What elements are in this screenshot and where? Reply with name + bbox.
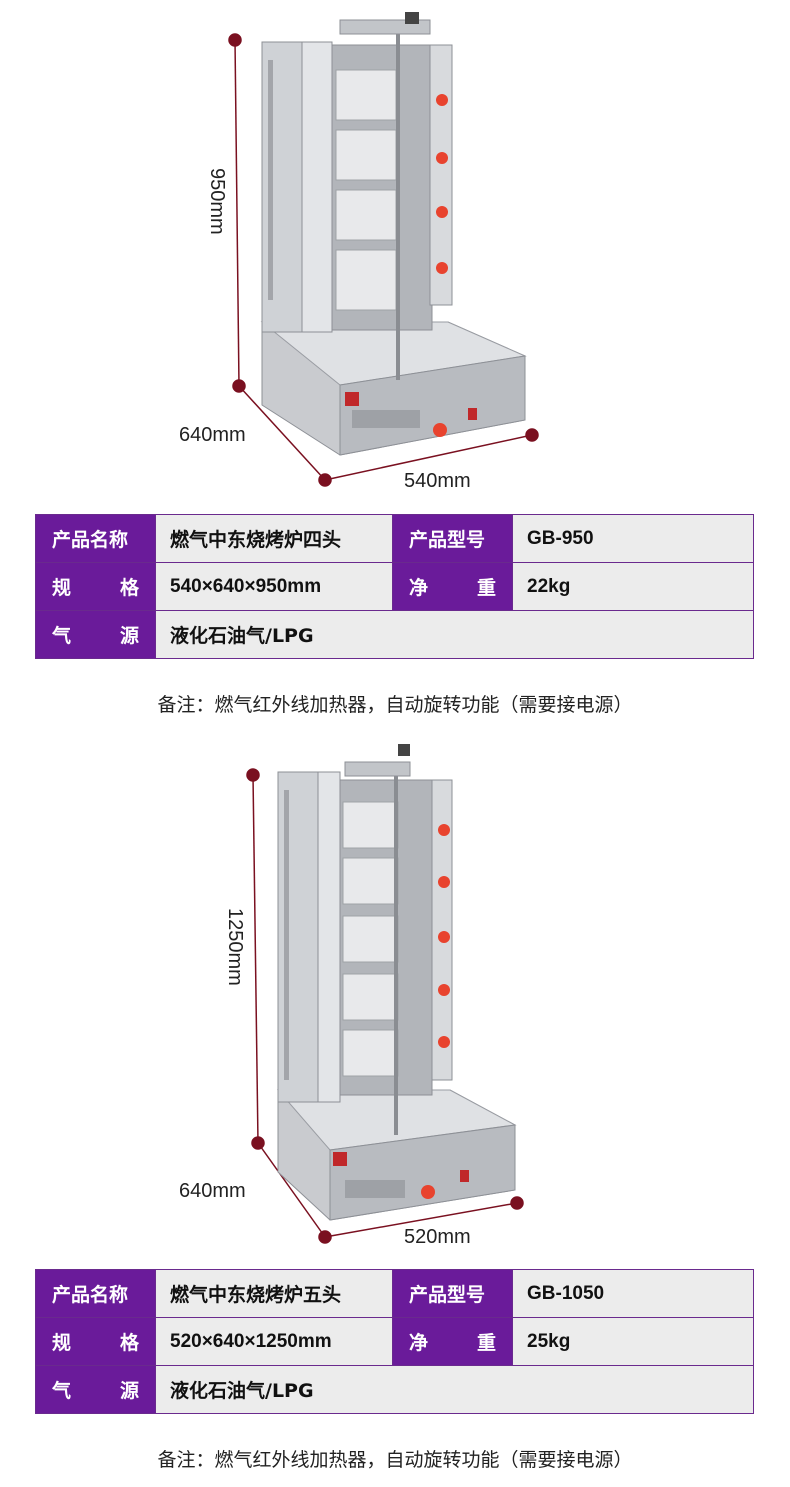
spec-key-char: 规	[52, 1332, 72, 1354]
gas-key: 气源	[35, 610, 156, 659]
spec-value: 540×640×950mm	[155, 562, 393, 611]
name-value: 燃气中东烧烤炉四头	[155, 514, 393, 563]
product-1-section: 950mm 640mm 540mm 产品名称 燃气中东烧烤炉四头 产品型号 GB…	[0, 0, 790, 740]
spec-key-char: 格	[119, 1332, 139, 1354]
weight-key-char: 重	[476, 577, 496, 599]
weight-key: 净重	[392, 1317, 513, 1366]
spec-key-char: 规	[52, 577, 72, 599]
gas-key: 气源	[35, 1365, 156, 1414]
spec-table-1: 产品名称 燃气中东烧烤炉四头 产品型号 GB-950 规格 540×640×95…	[35, 514, 754, 659]
gas-key-char: 源	[119, 625, 139, 647]
vent-slots	[284, 790, 289, 1080]
weight-value: 25kg	[512, 1317, 754, 1366]
grill-illustration	[260, 12, 527, 456]
table-row: 规格 540×640×950mm 净重 22kg	[35, 562, 754, 611]
weight-key-char: 净	[409, 1332, 429, 1354]
height-dimension-label: 950mm	[206, 168, 228, 235]
table-row: 气源 液化石油气/LPG	[35, 610, 754, 659]
spec-key: 规格	[35, 562, 156, 611]
dimension-lines	[228, 33, 539, 487]
weight-value: 22kg	[512, 562, 754, 611]
width-dimension-label: 520mm	[404, 1226, 471, 1248]
gas-value: 液化石油气/LPG	[155, 610, 754, 659]
model-value: GB-1050	[512, 1269, 754, 1318]
height-dimension-label: 1250mm	[224, 908, 246, 986]
table-row: 气源 液化石油气/LPG	[35, 1365, 754, 1414]
dimension-lines	[246, 768, 524, 1244]
vent-slots	[268, 60, 273, 300]
table-row: 产品名称 燃气中东烧烤炉四头 产品型号 GB-950	[35, 514, 754, 563]
name-key: 产品名称	[35, 1269, 156, 1318]
product-1-image	[228, 12, 539, 487]
depth-dimension-label: 640mm	[179, 424, 246, 446]
note-text: 备注：燃气红外线加热器，自动旋转功能（需要接电源）	[157, 694, 633, 716]
gas-key-char: 源	[119, 1380, 139, 1402]
spec-key-char: 格	[119, 577, 139, 599]
grill-illustration	[276, 744, 517, 1221]
width-dimension-label: 540mm	[404, 470, 471, 492]
model-key: 产品型号	[392, 514, 513, 563]
weight-key: 净重	[392, 562, 513, 611]
product-2-image	[246, 744, 524, 1244]
gas-key-char: 气	[52, 625, 72, 647]
table-row: 产品名称 燃气中东烧烤炉五头 产品型号 GB-1050	[35, 1269, 754, 1318]
note-text: 备注：燃气红外线加热器，自动旋转功能（需要接电源）	[157, 1449, 633, 1471]
spec-key: 规格	[35, 1317, 156, 1366]
spec-table-2: 产品名称 燃气中东烧烤炉五头 产品型号 GB-1050 规格 520×640×1…	[35, 1269, 754, 1414]
depth-dimension-label: 640mm	[179, 1180, 246, 1202]
product-2-section: 1250mm 640mm 520mm 产品名称 燃气中东烧烤炉五头 产品型号 G…	[0, 740, 790, 1487]
name-value: 燃气中东烧烤炉五头	[155, 1269, 393, 1318]
gas-key-char: 气	[52, 1380, 72, 1402]
spec-value: 520×640×1250mm	[155, 1317, 393, 1366]
model-key: 产品型号	[392, 1269, 513, 1318]
table-row: 规格 520×640×1250mm 净重 25kg	[35, 1317, 754, 1366]
weight-key-char: 净	[409, 577, 429, 599]
model-value: GB-950	[512, 514, 754, 563]
gas-value: 液化石油气/LPG	[155, 1365, 754, 1414]
weight-key-char: 重	[476, 1332, 496, 1354]
name-key: 产品名称	[35, 514, 156, 563]
